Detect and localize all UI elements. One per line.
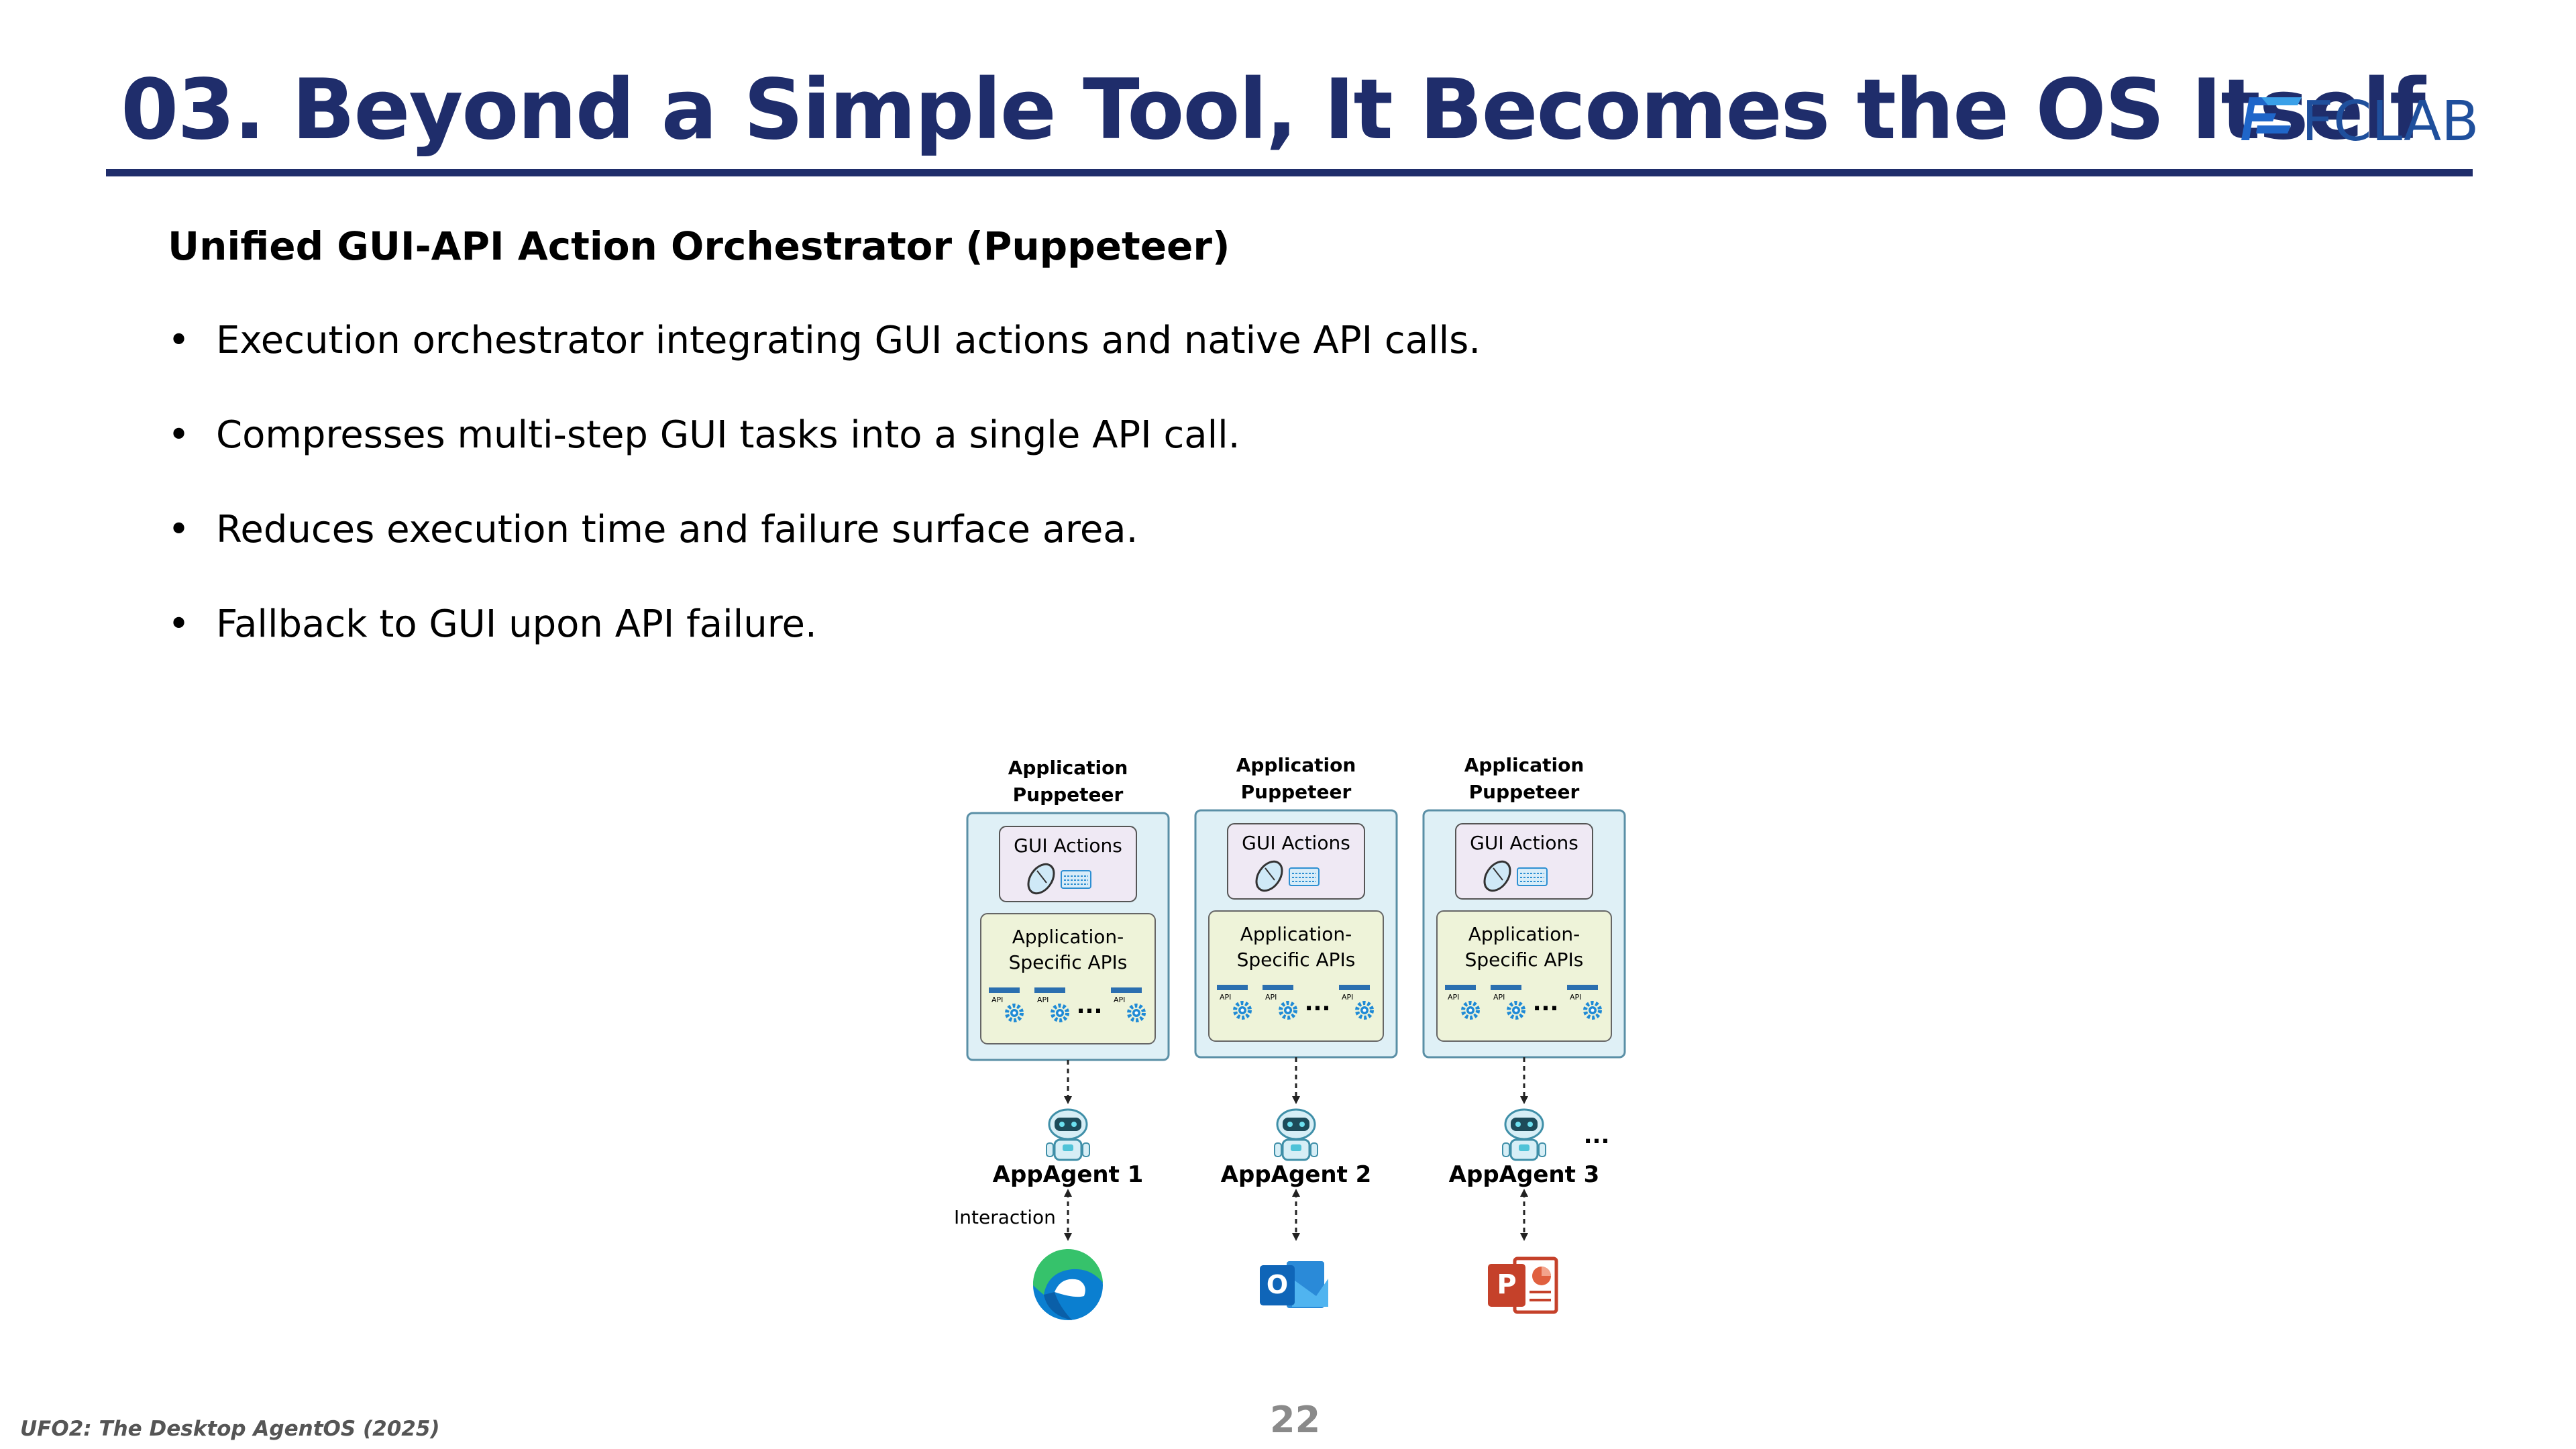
bullet-item: • Compresses multi-step GUI tasks into a … (168, 413, 1481, 508)
bullet-dot: • (168, 413, 191, 457)
svg-text:API: API (1342, 993, 1353, 1002)
slide-title: 03. Beyond a Simple Tool, It Becomes the… (121, 62, 2426, 158)
svg-text:O: O (1267, 1270, 1288, 1299)
puppeteer-label: Puppeteer (1013, 784, 1124, 806)
bullet-dot: • (168, 602, 191, 646)
agent-name: AppAgent 2 (1221, 1161, 1372, 1188)
svg-text:API: API (1220, 993, 1231, 1002)
bullet-text: Compresses multi-step GUI tasks into a s… (216, 413, 1240, 457)
robot-agent-icon (1501, 1108, 1547, 1161)
svg-text:API: API (1265, 993, 1277, 1002)
puppeteer-label: Puppeteer (1241, 781, 1352, 803)
api-icon: API (1339, 985, 1372, 1018)
bullet-text: Execution orchestrator integrating GUI a… (216, 319, 1481, 362)
bullet-list: • Execution orchestrator integrating GUI … (168, 319, 1481, 697)
keyboard-icon (1061, 870, 1091, 889)
bullet-item: • Execution orchestrator integrating GUI … (168, 319, 1481, 413)
section-subtitle: Unified GUI-API Action Orchestrator (Pup… (168, 223, 1230, 269)
agent-name: AppAgent 3 (1449, 1161, 1600, 1188)
api-icon: API (1034, 987, 1067, 1020)
svg-text:API: API (1493, 993, 1505, 1002)
puppeteer-label: Application (1008, 757, 1128, 779)
api-box (1208, 910, 1384, 1042)
bullet-dot: • (168, 319, 191, 362)
ellipsis: ... (1533, 989, 1559, 1016)
bullet-item: • Fallback to GUI upon API failure. (168, 602, 1481, 697)
gui-actions-label: GUI Actions (1014, 835, 1122, 857)
svg-text:API: API (1037, 996, 1049, 1004)
source-citation: UFO2: The Desktop AgentOS (2025) (20, 1417, 440, 1441)
keyboard-icon (1289, 867, 1320, 886)
puppeteer-diagram: Application Puppeteer GUI Actions Applic… (954, 754, 1626, 1320)
api-icon: API (1567, 985, 1600, 1018)
fclab-logo-text: FCLAB (2302, 90, 2479, 154)
agent-name: AppAgent 1 (993, 1161, 1144, 1188)
more-agents-ellipsis: ... (1584, 1122, 1610, 1149)
api-label: Application- (1012, 926, 1124, 948)
edge-browser-icon (1032, 1248, 1103, 1320)
svg-text:API: API (991, 996, 1003, 1004)
gui-actions-label: GUI Actions (1470, 832, 1578, 854)
api-label: Specific APIs (1237, 949, 1356, 971)
api-icon: API (1491, 985, 1523, 1018)
bullet-dot: • (168, 508, 191, 551)
svg-text:API: API (1448, 993, 1459, 1002)
api-label: Application- (1240, 923, 1352, 945)
api-box (980, 913, 1156, 1044)
api-box (1436, 910, 1612, 1042)
bullet-text: Reduces execution time and failure surfa… (216, 508, 1138, 551)
fclab-logo-mark (2241, 97, 2302, 140)
ellipsis: ... (1305, 989, 1331, 1016)
puppeteer-label: Puppeteer (1469, 781, 1580, 803)
gui-actions-label: GUI Actions (1242, 832, 1350, 854)
page-number: 22 (1270, 1399, 1321, 1441)
svg-text:API: API (1114, 996, 1125, 1004)
interaction-label: Interaction (954, 1206, 1056, 1228)
api-icon: API (1111, 987, 1144, 1020)
api-icon: API (1263, 985, 1295, 1018)
outlook-icon: O (1260, 1261, 1328, 1308)
powerpoint-icon: P (1488, 1256, 1558, 1314)
ellipsis: ... (1077, 992, 1103, 1019)
api-label: Application- (1468, 923, 1580, 945)
api-label: Specific APIs (1009, 951, 1128, 973)
title-divider (106, 169, 2473, 176)
svg-text:API: API (1570, 993, 1581, 1002)
puppeteer-label: Application (1464, 754, 1585, 776)
api-icon: API (989, 987, 1022, 1020)
api-icon: API (1217, 985, 1250, 1018)
robot-agent-icon (1273, 1108, 1319, 1161)
puppeteer-column-2: Application Puppeteer GUI Actions Applic… (1194, 754, 1398, 1308)
bullet-text: Fallback to GUI upon API failure. (216, 602, 817, 646)
fclab-logo: FCLAB (2241, 90, 2479, 154)
bullet-item: • Reduces execution time and failure surf… (168, 508, 1481, 602)
puppeteer-column-3: Application Puppeteer GUI Actions Applic… (1422, 754, 1626, 1314)
puppeteer-label: Application (1236, 754, 1356, 776)
api-icon: API (1445, 985, 1478, 1018)
api-label: Specific APIs (1465, 949, 1584, 971)
robot-agent-icon (1045, 1108, 1091, 1161)
keyboard-icon (1517, 867, 1548, 886)
puppeteer-column-1: Application Puppeteer GUI Actions Applic… (954, 757, 1170, 1320)
svg-text:P: P (1497, 1269, 1516, 1300)
